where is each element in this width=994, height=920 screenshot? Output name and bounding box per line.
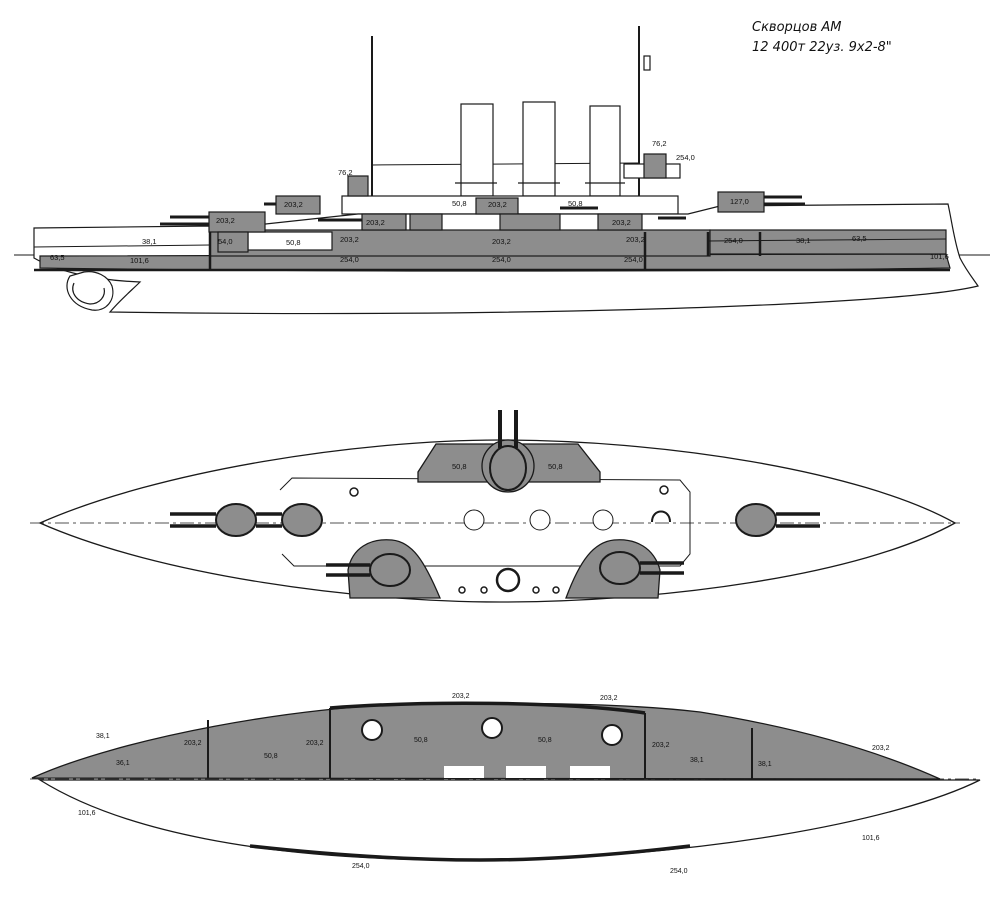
aft-belt [709, 229, 947, 255]
armor-thickness-label: 38,1 [690, 757, 704, 764]
funnels [455, 101, 625, 197]
armor-labels: 38,1 36,1 203,2 50,8 203,2 203,2 50,8 50,8 203,2… [78, 693, 890, 875]
profile-labels: 76,2 76,2 254,0 203,2 203,2 203,2 50,8 50,8 203,… [50, 139, 949, 265]
armor-thickness-label: 101,6 [130, 256, 149, 265]
deck-plan [30, 410, 960, 603]
armor-thickness-label: 38,1 [96, 733, 110, 740]
armor-thickness-label: 203,2 [366, 218, 385, 227]
lower-hull [37, 779, 981, 861]
armor-thickness-label: 254,0 [352, 863, 370, 870]
armor-thickness-label: 50,8 [264, 753, 278, 760]
armor-thickness-label: 50,8 [452, 199, 467, 208]
armor-thickness-label: 203,2 [306, 740, 324, 747]
armor-thickness-label: 38,1 [142, 237, 157, 246]
armor-thickness-label: 50,8 [548, 462, 563, 471]
armor-thickness-label: 101,6 [930, 252, 949, 261]
author-label: Скворцов АМ [752, 20, 842, 35]
armor-thickness-label: 50,8 [538, 737, 552, 744]
armor-thickness-label: 254,0 [670, 868, 688, 875]
armor-plan [30, 701, 981, 862]
specs-label: 12 400т 22уз. 9x2-8" [752, 40, 892, 55]
armor-deck-gray [31, 702, 941, 780]
armor-thickness-label: 50,8 [286, 238, 301, 247]
ram-bow-inner [72, 282, 105, 305]
armor-thickness-label: 76,2 [652, 139, 667, 148]
armor-thickness-label: 203,2 [184, 740, 202, 747]
armor-thickness-label: 203,2 [488, 200, 507, 209]
armor-thickness-label: 203,2 [452, 693, 470, 700]
armor-thickness-label: 36,1 [116, 760, 130, 767]
armor-thickness-label: 203,2 [600, 695, 618, 702]
armor-thickness-label: 203,2 [492, 237, 511, 246]
mast-top [643, 55, 651, 71]
armor-thickness-label: 203,2 [284, 200, 303, 209]
armor-thickness-label: 254,0 [676, 153, 695, 162]
armor-thickness-label: 254,0 [624, 255, 643, 264]
armor-thickness-label: 50,8 [414, 737, 428, 744]
armor-thickness-label: 101,6 [862, 835, 880, 842]
armor-thickness-label: 254,0 [492, 255, 511, 264]
deck-labels: 50,8 50,8 [452, 462, 563, 471]
armor-thickness-label: 50,8 [452, 462, 467, 471]
armor-thickness-label: 38,1 [796, 236, 811, 245]
ram-bow [66, 271, 114, 311]
armor-thickness-label: 203,2 [216, 216, 235, 225]
profile-turrets [208, 153, 765, 233]
armor-thickness-label: 50,8 [568, 199, 583, 208]
armor-thickness-label: 203,2 [626, 235, 645, 244]
armor-thickness-label: 101,6 [78, 810, 96, 817]
armor-thickness-label: 76,2 [338, 168, 353, 177]
armor-thickness-label: 203,2 [340, 235, 359, 244]
armor-thickness-label: 203,2 [872, 745, 890, 752]
armor-thickness-label: 254,0 [724, 236, 743, 245]
armor-thickness-label: 203,2 [652, 742, 670, 749]
armor-thickness-label: 127,0 [730, 197, 749, 206]
armor-thickness-label: 63,5 [50, 253, 65, 262]
armor-thickness-label: 38,1 [758, 761, 772, 768]
armor-thickness-label: 63,5 [852, 234, 867, 243]
armor-thickness-label: 54,0 [218, 237, 233, 246]
armor-thickness-label: 254,0 [340, 255, 359, 264]
profile-guns [160, 195, 805, 226]
side-profile [14, 26, 990, 315]
armor-thickness-label: 203,2 [612, 218, 631, 227]
